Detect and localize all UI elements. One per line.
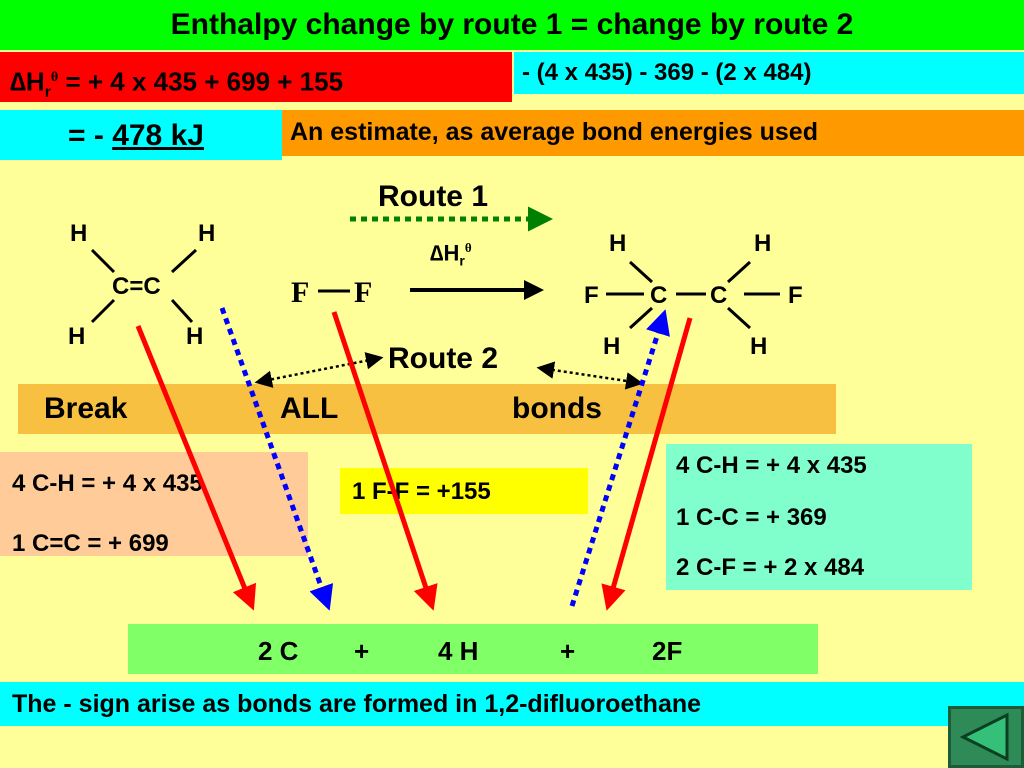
route2-left-arrow — [254, 352, 384, 388]
route2-right-arrow — [536, 361, 644, 390]
product-h3: H — [603, 333, 621, 360]
ethene-ch-energy: 4 C-H = + 4 x 435 — [12, 470, 203, 497]
route2-label: Route 2 — [388, 342, 499, 375]
back-arrow-icon — [959, 712, 1009, 762]
enthalpy-equation-part1: ∆Hrθ = + 4 x 435 + 699 + 155 — [0, 52, 512, 102]
product-h4: H — [750, 333, 768, 360]
footer-note: The - sign arise as bonds are formed in … — [0, 682, 1024, 726]
estimate-note: An estimate, as average bond energies us… — [282, 110, 1024, 156]
ff-energy: 1 F-F = +155 — [352, 478, 491, 505]
reaction-delta-symbol: ∆H — [430, 240, 460, 266]
product-ch-energy: 4 C-H = + 4 x 435 — [676, 452, 867, 479]
reaction-delta-sup: θ — [464, 240, 472, 255]
ethene-h1: H — [70, 220, 88, 247]
fluorine-f2: F — [354, 276, 373, 309]
atoms-plus1: + — [354, 636, 370, 666]
delta-h-sub: r — [44, 83, 51, 101]
enthalpy-result: = - 478 kJ — [0, 110, 282, 160]
product-c1: C — [650, 282, 668, 309]
product-bond-energies: 4 C-H = + 4 x 435 1 C-C = + 369 2 C-F = … — [666, 444, 972, 590]
atoms-carbon: 2 C — [258, 636, 299, 666]
reaction-delta-sub: r — [459, 252, 465, 269]
atoms-fluorine: 2F — [652, 636, 683, 666]
bonds-word: bonds — [512, 392, 602, 425]
atoms-hydrogen: 4 H — [438, 636, 479, 666]
fluorine-f1: F — [291, 276, 310, 309]
product-h2: H — [754, 230, 772, 257]
product-cf-energy: 2 C-F = + 2 x 484 — [676, 554, 865, 581]
break-all-bonds-bar: Break ALL bonds — [18, 384, 836, 434]
product-cc-energy: 1 C-C = + 369 — [676, 504, 827, 531]
equation-part2-text: - (4 x 435) - 369 - (2 x 484) — [522, 59, 812, 86]
ethene-h2: H — [198, 220, 216, 247]
ethene-h3: H — [68, 323, 86, 350]
product-c2: C — [710, 282, 728, 309]
delta-h-sup: θ — [50, 70, 59, 85]
result-value: 478 kJ — [112, 119, 204, 152]
ethene-cc: C=C — [112, 273, 161, 300]
result-prefix: = - — [68, 119, 113, 152]
fluorine-bond-energy: 1 F-F = +155 — [340, 468, 588, 514]
ethene-bond-energies: 4 C-H = + 4 x 435 1 C=C = + 699 — [0, 452, 308, 557]
atoms-plus2: + — [560, 636, 576, 666]
break-word: Break — [44, 392, 128, 425]
equation-part1-text: = + 4 x 435 + 699 + 155 — [58, 66, 344, 97]
page-title: Enthalpy change by route 1 = change by r… — [0, 0, 1024, 50]
product-f2: F — [788, 282, 803, 309]
product-bonds — [606, 260, 780, 330]
route1-label: Route 1 — [378, 180, 489, 213]
back-button[interactable] — [948, 706, 1024, 768]
ethene-h4: H — [186, 323, 204, 350]
reaction-delta-h: ∆Hrθ — [430, 240, 472, 269]
enthalpy-equation-part2: - (4 x 435) - 369 - (2 x 484) — [514, 52, 1024, 94]
gaseous-atoms-bar: 2 C + 4 H + 2F — [128, 624, 818, 674]
all-word: ALL — [280, 392, 339, 425]
product-h1: H — [609, 230, 627, 257]
ethene-cc-energy: 1 C=C = + 699 — [12, 530, 169, 557]
product-f1: F — [584, 282, 599, 309]
delta-h-symbol: ∆H — [10, 66, 45, 97]
